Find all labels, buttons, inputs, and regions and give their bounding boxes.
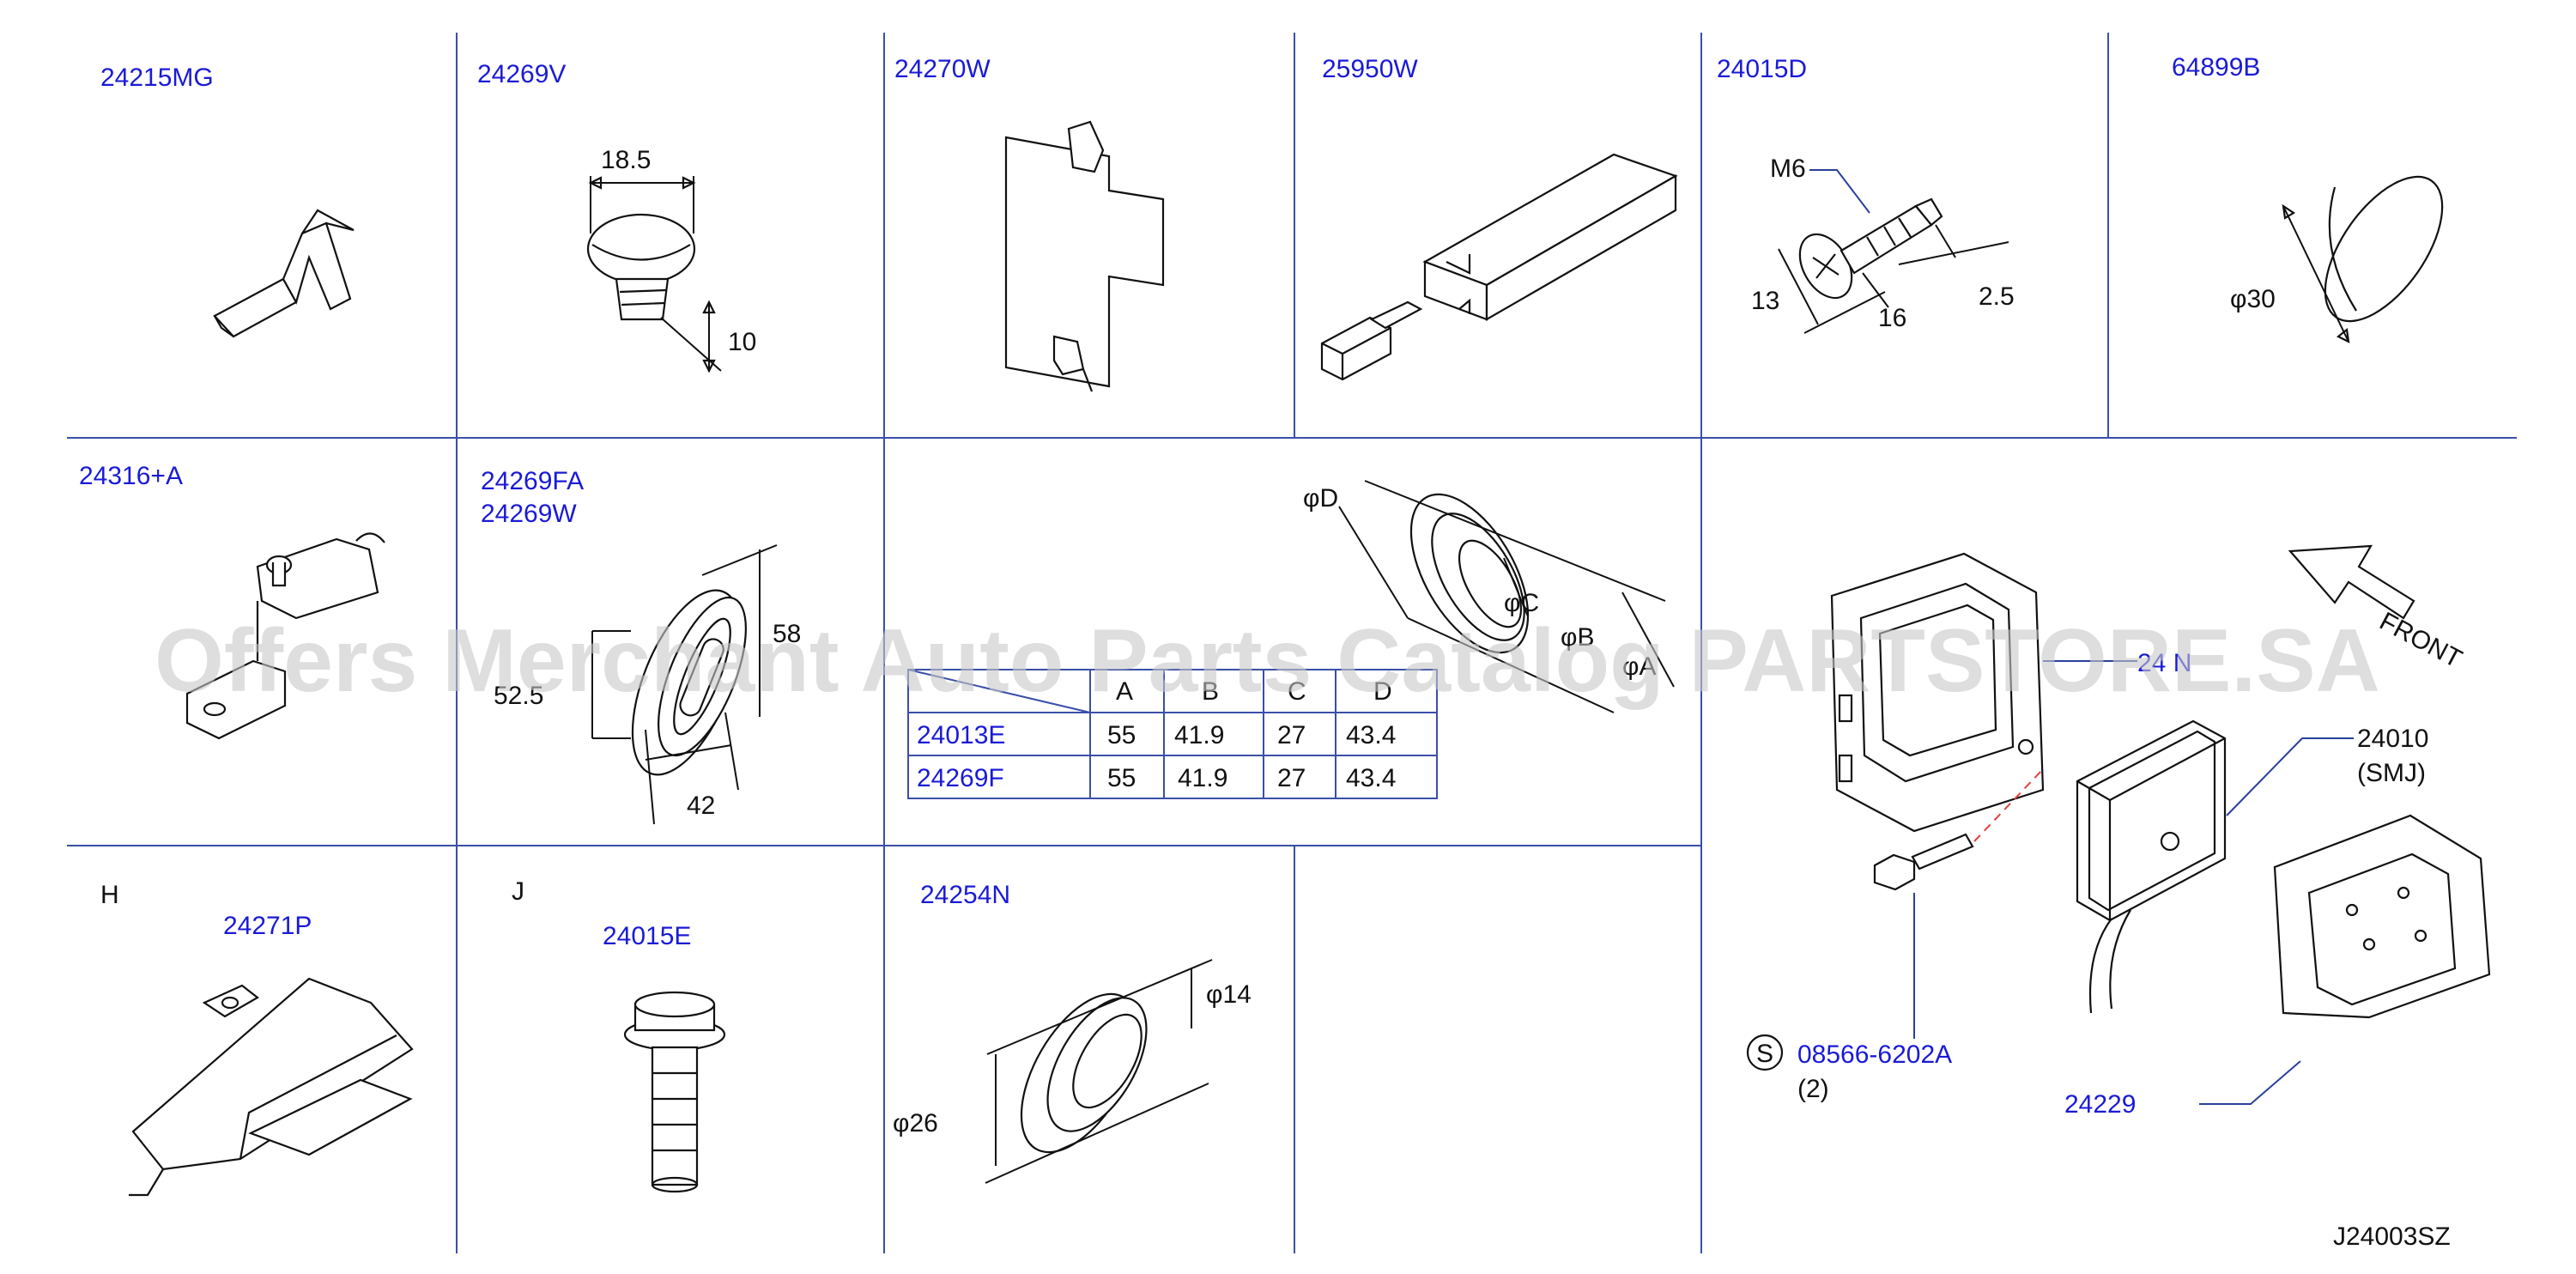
cell-smj-assembly: FRONT 24 N 24010 (SMJ)	[1746, 544, 2491, 1119]
part-quantity-08566: (2)	[1797, 1075, 1829, 1103]
smj-module-24010-drawing	[2076, 719, 2354, 1014]
bolt-24015d-drawing	[1778, 169, 2009, 334]
part-number-24316a[interactable]: 24316+A	[79, 462, 183, 490]
front-label: FRONT	[2375, 607, 2467, 674]
table-cell: 43.4	[1346, 721, 1396, 749]
protector-25950w-drawing	[1320, 153, 1678, 381]
part-number-25950w[interactable]: 25950W	[1322, 55, 1418, 83]
grommet-24254n-drawing	[985, 959, 1213, 1184]
table-cell: 41.9	[1174, 721, 1224, 749]
cell-24269v: 24269V 18.5 10	[477, 60, 756, 373]
dim-10: 10	[728, 328, 756, 356]
part-number-24010[interactable]: 24010	[2357, 725, 2428, 753]
part-number-24015e[interactable]: 24015E	[603, 922, 691, 950]
dim-52-5: 52.5	[494, 682, 543, 710]
cell-25950w: 25950W	[1320, 55, 1678, 381]
dim-18-5: 18.5	[601, 146, 651, 174]
standard-part-letter: S	[1756, 1040, 1773, 1068]
cell-grommet-table: φD φC φB φA A B C D 24013E 55 41.9 27 43…	[907, 480, 1675, 799]
part-number-24010-sub: (SMJ)	[2357, 759, 2426, 787]
clip-24215mg-drawing	[213, 209, 355, 338]
bracket-24230n-drawing	[1830, 552, 2137, 833]
dim-phi-c: φC	[1504, 589, 1539, 617]
bracket-24316a-drawing	[185, 532, 385, 740]
table-header-c: C	[1288, 677, 1306, 706]
bracket-24229-drawing	[2199, 814, 2491, 1105]
cell-24015e: J 24015E	[512, 877, 726, 1193]
push-rivet-24269v-drawing	[586, 176, 722, 373]
grommet-24269fa-drawing	[591, 544, 778, 825]
part-number-64899b[interactable]: 64899B	[2172, 53, 2260, 82]
cell-64899b: 64899B φ30	[2172, 53, 2444, 343]
dim-phi26: φ26	[893, 1109, 938, 1138]
table-cell: 27	[1277, 721, 1306, 749]
grommet-24013e-drawing	[1338, 480, 1675, 713]
table-header-d: D	[1373, 677, 1392, 706]
table-cell: 55	[1107, 764, 1136, 792]
bolt-24015e-drawing	[623, 991, 726, 1193]
dim-phi-b: φB	[1561, 623, 1594, 652]
watermark: Offers Merchant Auto Parts Catalog PARTS…	[155, 611, 2380, 711]
table-header-b: B	[1202, 677, 1219, 706]
table-cell: 41.9	[1178, 764, 1227, 792]
callout-letter-j: J	[512, 877, 524, 906]
cell-24269fa-24269w: 24269FA 24269W 58 52.5 42	[481, 467, 801, 825]
dim-phi14: φ14	[1206, 980, 1252, 1009]
bolt-08566-drawing	[1873, 768, 2044, 1039]
part-number-24230n[interactable]: 24 N	[2137, 649, 2191, 677]
callout-letter-h: H	[100, 881, 119, 909]
dim-58: 58	[773, 620, 801, 648]
dim-13: 13	[1751, 287, 1779, 315]
cap-64899b-drawing	[2282, 175, 2444, 343]
diagram-code: J24003SZ	[2333, 1222, 2451, 1251]
dim-16: 16	[1878, 304, 1906, 332]
part-number-24215mg[interactable]: 24215MG	[100, 64, 214, 92]
part-number-24270w[interactable]: 24270W	[894, 55, 991, 83]
protector-24271p-drawing	[129, 977, 414, 1197]
clamp-24270w-drawing	[1004, 120, 1165, 392]
part-number-08566-6202a[interactable]: 08566-6202A	[1797, 1040, 1952, 1069]
cell-24316a: 24316+A	[79, 462, 385, 740]
dim-phi-d: φD	[1303, 484, 1338, 513]
dim-phi30: φ30	[2230, 285, 2276, 313]
part-number-24271p[interactable]: 24271P	[223, 912, 312, 940]
part-number-24254n[interactable]: 24254N	[920, 881, 1010, 909]
standard-part-symbol	[1746, 1034, 1784, 1071]
table-cell: 43.4	[1346, 764, 1396, 792]
part-number-24015d[interactable]: 24015D	[1717, 55, 1807, 83]
cell-24215mg: 24215MG	[100, 64, 355, 338]
part-number-24269v[interactable]: 24269V	[477, 60, 566, 88]
grid-lines	[67, 33, 2517, 1253]
dim-phi-a: φA	[1622, 652, 1656, 681]
grommet-size-table: A B C D 24013E 55 41.9 27 43.4 24269F 55…	[907, 669, 1438, 799]
dim-m6: M6	[1770, 155, 1806, 183]
table-cell: 27	[1277, 764, 1306, 792]
cell-24271p: H 24271P	[100, 881, 414, 1197]
part-number-24269fa[interactable]: 24269FA	[481, 467, 584, 495]
cell-24015d: 24015D M6 13 16 2.5	[1717, 55, 2015, 334]
cell-24254n: 24254N φ14 φ26	[893, 881, 1252, 1184]
cell-24270w: 24270W	[894, 55, 1165, 392]
part-number-24269w[interactable]: 24269W	[481, 500, 577, 528]
table-row-part-24013e[interactable]: 24013E	[917, 721, 1005, 749]
part-number-24229[interactable]: 24229	[2064, 1090, 2136, 1119]
table-row-part-24269f[interactable]: 24269F	[917, 764, 1004, 792]
table-cell: 55	[1107, 721, 1136, 749]
table-header-a: A	[1116, 677, 1133, 706]
dim-2-5: 2.5	[1979, 282, 2015, 311]
dim-42: 42	[687, 792, 715, 820]
